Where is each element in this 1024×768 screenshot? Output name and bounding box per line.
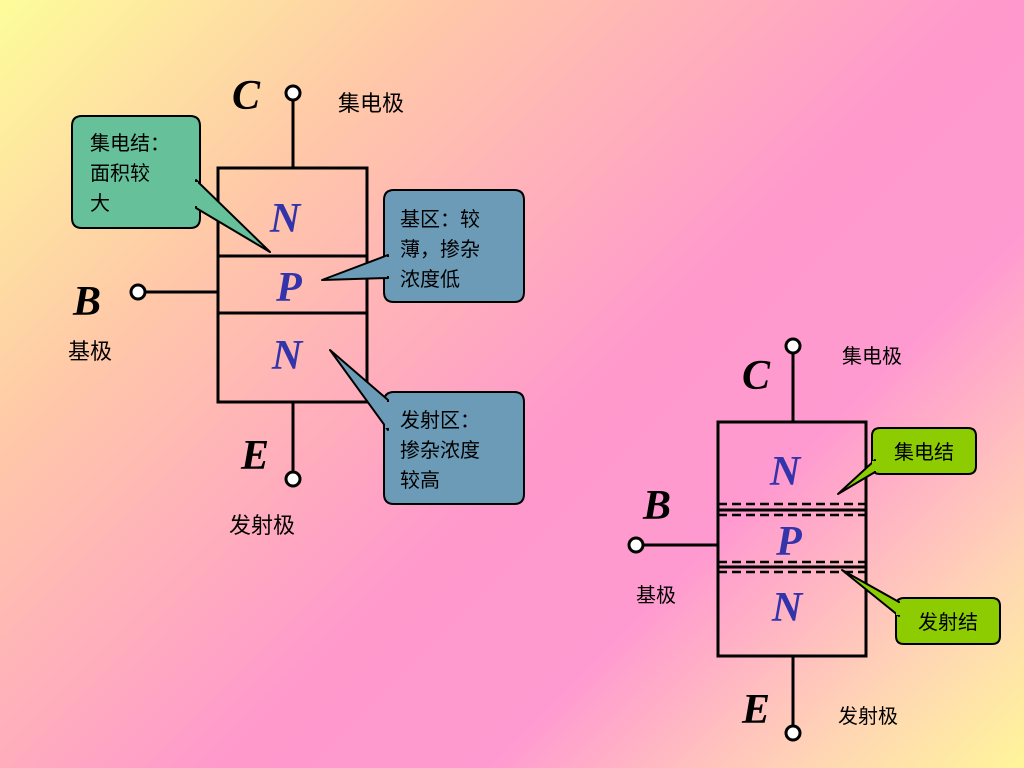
left-terminal-b: B — [72, 279, 101, 325]
left-base-label: 基极 — [68, 340, 112, 365]
callout-emitter-region-line-3: 较高 — [400, 468, 440, 492]
left-emitter-pin — [284, 470, 302, 488]
right-emitter-label: 发射极 — [838, 704, 898, 728]
left-region-bottom: N — [271, 333, 304, 379]
callout-emitter-region: 发射区： 掺杂浓度 较高 — [329, 349, 525, 505]
left-base-pin — [129, 283, 147, 301]
callout-emitter-region-line-2: 掺杂浓度 — [400, 438, 480, 462]
callout-base-region-line-2: 薄，掺杂 — [400, 237, 480, 261]
left-collector-pin — [284, 84, 302, 102]
callout-right-emitter-junction-text: 发射结 — [918, 610, 978, 634]
right-region-top: N — [769, 449, 802, 495]
left-region-middle: P — [275, 265, 302, 311]
left-terminal-e: E — [240, 433, 269, 479]
callout-base-region-line-1: 基区：较 — [400, 207, 480, 231]
callout-collector-junction-line-2: 面积较 — [90, 161, 150, 185]
right-region-middle: P — [775, 519, 802, 565]
right-region-bottom: N — [771, 585, 804, 631]
left-collector-label: 集电极 — [338, 92, 404, 117]
right-terminal-e: E — [741, 687, 770, 733]
right-base-pin — [627, 536, 645, 554]
right-transistor: N P N C B E 集电极 基极 发射极 集电结 发射结 — [627, 337, 1001, 742]
callout-emitter-region-line-1: 发射区： — [400, 408, 480, 432]
callout-right-collector-junction-text: 集电结 — [894, 440, 954, 464]
right-base-label: 基极 — [636, 583, 676, 607]
callout-base-region-line-3: 浓度低 — [400, 267, 460, 291]
left-transistor: N P N C B E 集电极 基极 发射极 集电结： 面积较 大 基区：较 薄… — [68, 73, 525, 539]
right-collector-pin — [784, 337, 802, 355]
right-terminal-b: B — [642, 483, 671, 529]
left-region-top: N — [269, 196, 302, 242]
callout-right-emitter-junction: 发射结 — [841, 569, 1001, 645]
callout-collector-junction-line-3: 大 — [90, 191, 110, 215]
callout-collector-junction-line-1: 集电结： — [90, 131, 170, 155]
callout-right-collector-junction: 集电结 — [837, 427, 977, 495]
callout-base-region: 基区：较 薄，掺杂 浓度低 — [321, 189, 525, 303]
right-emitter-pin — [784, 724, 802, 742]
callout-collector-junction: 集电结： 面积较 大 — [71, 115, 271, 253]
right-terminal-c: C — [742, 353, 771, 399]
left-terminal-c: C — [232, 73, 261, 119]
right-collector-label: 集电极 — [842, 344, 902, 368]
left-emitter-label: 发射极 — [229, 514, 295, 539]
